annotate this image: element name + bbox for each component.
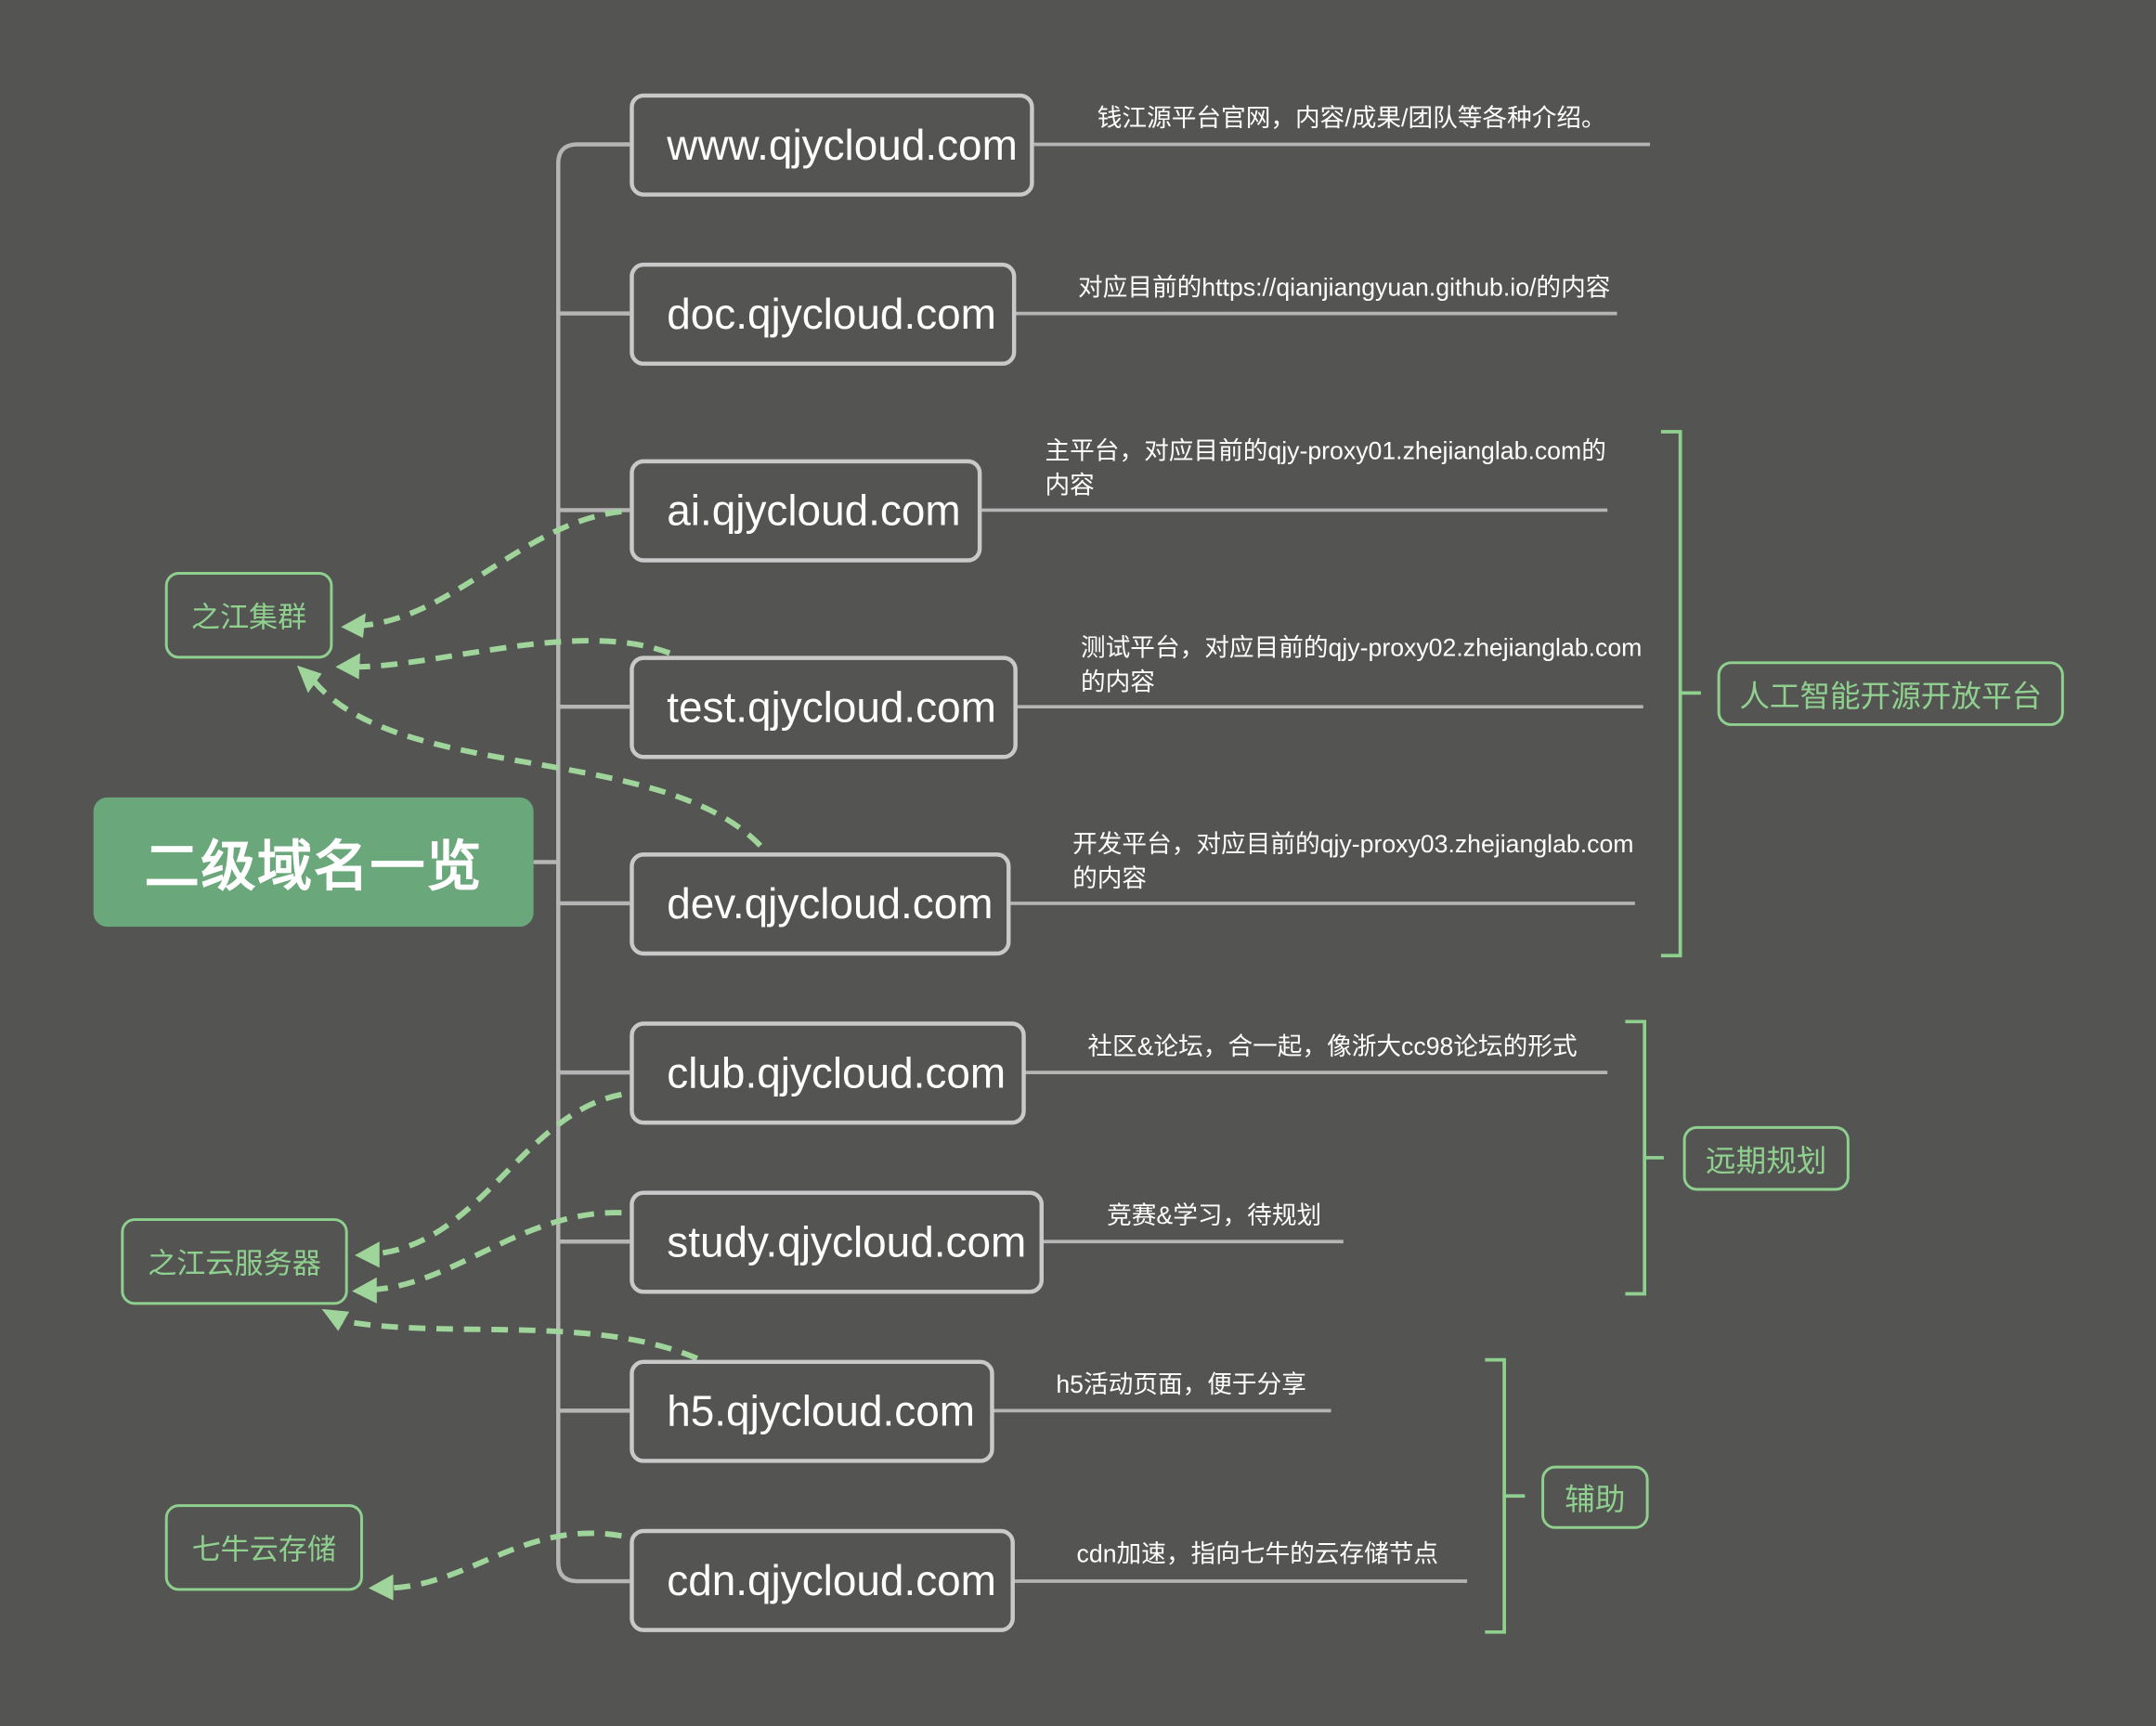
ai-platform-bracket [1660,430,1701,958]
group-long-term[interactable]: 远期规划 [1682,1125,1850,1191]
domain-node-test[interactable]: test.qjycloud.com [630,655,1018,759]
description-line: 的内容 [1080,668,1155,696]
domain-description-club: 社区&论坛，合一起，像浙大cc98论坛的形式 [1087,1030,1577,1064]
arrow-heads [296,613,394,1601]
group-ai-platform[interactable]: 人工智能开源开放平台 [1717,661,2064,726]
domain-node-www[interactable]: www.qjycloud.com [630,93,1034,197]
description-underlines [981,142,1651,1583]
description-line: 钱江源平台官网，内容/成果/团队等各种介绍。 [1097,104,1606,133]
trunk-line [556,142,630,1584]
domain-node-club[interactable]: club.qjycloud.com [630,1021,1026,1125]
group-auxiliary[interactable]: 辅助 [1541,1465,1649,1529]
description-line: 内容 [1045,471,1095,500]
domain-description-doc: 对应目前的https://qianjiangyuan.github.io/的内容 [1078,271,1610,305]
domain-node-cdn[interactable]: cdn.qjycloud.com [630,1528,1015,1632]
domain-node-doc[interactable]: doc.qjycloud.com [630,262,1017,366]
hosting-qiniu-storage[interactable]: 七牛云存储 [164,1504,363,1591]
domain-description-dev: 开发平台，对应目前的qjy-proxy03.zhejianglab.com 的内… [1072,828,1633,897]
auxiliary-bracket [1485,1357,1526,1634]
branch-lines [558,311,630,1413]
description-line: 竞赛&学习，待规划 [1107,1201,1322,1229]
hosting-arrows [311,508,763,1591]
domain-node-study[interactable]: study.qjycloud.com [630,1190,1045,1294]
description-line: h5活动页面，便于分享 [1056,1370,1306,1399]
domain-node-ai[interactable]: ai.qjycloud.com [630,459,982,563]
root-node[interactable]: 二级域名一览 [93,797,534,928]
domain-node-h5[interactable]: h5.qjycloud.com [630,1359,994,1463]
long-term-bracket [1625,1019,1664,1296]
description-line: 测试平台，对应目前的qjy-proxy02.zhejianglab.com [1080,633,1643,662]
domain-description-study: 竞赛&学习，待规划 [1107,1199,1321,1233]
description-line: 开发平台，对应目前的qjy-proxy03.zhejianglab.com [1072,830,1634,859]
description-line: cdn加速，指向七牛的云存储节点 [1076,1539,1439,1568]
domain-description-ai: 主平台，对应目前的qjy-proxy01.zhejianglab.com的 内容 [1045,435,1605,503]
domain-description-h5: h5活动页面，便于分享 [1056,1368,1306,1402]
domain-description-www: 钱江源平台官网，内容/成果/团队等各种介绍。 [1097,102,1606,136]
description-line: 的内容 [1072,864,1148,893]
description-line: 社区&论坛，合一起，像浙大cc98论坛的形式 [1087,1032,1578,1060]
hosting-zhijiang-cluster[interactable]: 之江集群 [164,572,333,659]
domain-description-cdn: cdn加速，指向七牛的云存储节点 [1077,1538,1439,1572]
hosting-zhijiang-cloud-server[interactable]: 之江云服务器 [121,1218,348,1305]
domain-description-test: 测试平台，对应目前的qjy-proxy02.zhejianglab.com 的内… [1081,631,1642,700]
description-line: 主平台，对应目前的qjy-proxy01.zhejianglab.com的 [1045,436,1606,465]
description-line: 对应目前的https://qianjiangyuan.github.io/的内容 [1078,273,1611,302]
domain-node-dev[interactable]: dev.qjycloud.com [630,852,1011,956]
